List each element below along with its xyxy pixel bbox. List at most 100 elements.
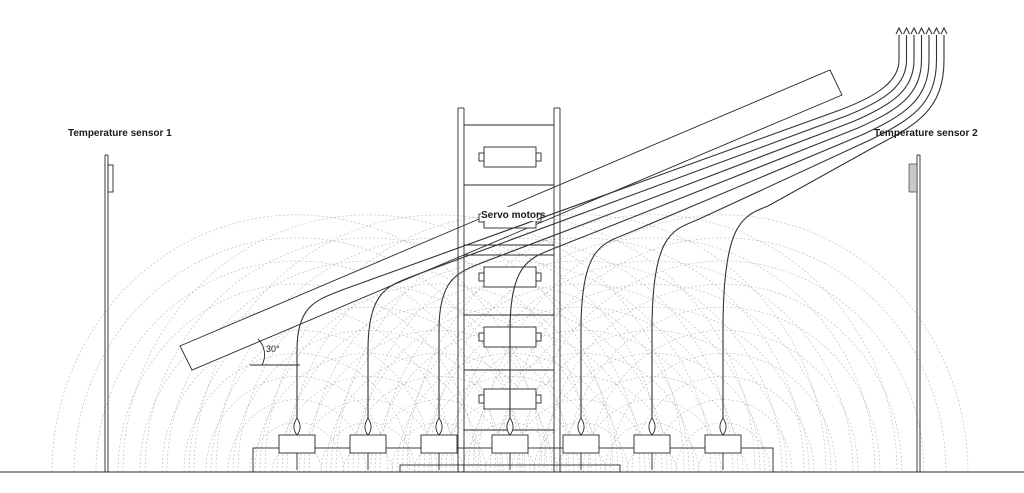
- wave-arc: [626, 445, 678, 473]
- emitter-bulb: [719, 417, 727, 436]
- signal-wire: [438, 35, 915, 425]
- wire-end-arrow: [940, 26, 948, 35]
- temperature-sensor-2: [908, 154, 921, 472]
- wave-arc: [533, 422, 629, 473]
- wave-arc: [697, 445, 749, 473]
- servo-motors-label: Servo motors: [481, 210, 546, 221]
- wave-arc: [379, 260, 783, 473]
- wave-arc: [413, 445, 465, 473]
- temperature-sensor-2-label: Temperature sensor 2: [874, 128, 978, 139]
- wave-arc: [543, 283, 903, 473]
- sensor-1-head: [107, 164, 114, 193]
- wire-bundle: [296, 26, 948, 425]
- sensor-2-head: [908, 163, 918, 193]
- temperature-sensor-1-label: Temperature sensor 1: [68, 128, 172, 139]
- wave-arc: [161, 330, 433, 473]
- angle-label: 30°: [266, 344, 280, 354]
- servo-tab-left: [478, 394, 485, 404]
- emitter-bulb: [293, 417, 301, 436]
- wave-arc: [249, 422, 345, 473]
- emitter-row: [278, 417, 742, 470]
- emitter-block: [491, 434, 529, 454]
- wave-arc: [521, 260, 925, 473]
- wave-arc: [428, 237, 876, 473]
- wire-end-arrow: [925, 26, 933, 35]
- wave-arc: [271, 445, 323, 473]
- wave-arc: [462, 422, 558, 473]
- wave-arc: [122, 214, 614, 473]
- servo-motor: [483, 146, 537, 168]
- wave-arc: [489, 376, 673, 473]
- servo-tab-right: [535, 152, 542, 162]
- servo-ladder-frame: [457, 107, 561, 472]
- wire-end-arrow: [903, 26, 910, 35]
- servo-motor: [483, 266, 537, 288]
- wave-arc: [166, 260, 570, 473]
- emitter-block: [349, 434, 387, 454]
- signal-wire: [296, 35, 900, 425]
- wave-arc: [73, 237, 521, 473]
- wave-arc: [560, 376, 744, 473]
- emitter-block: [420, 434, 458, 454]
- wave-arc: [347, 376, 531, 473]
- wire-end-arrow: [918, 26, 925, 35]
- wave-arc: [320, 422, 416, 473]
- wave-arc: [477, 214, 969, 473]
- wave-arc: [418, 376, 602, 473]
- wave-arc: [391, 422, 487, 473]
- wave-arc: [555, 445, 607, 473]
- servo-tab-left: [478, 332, 485, 342]
- wire-end-arrow: [910, 26, 918, 35]
- signal-wire: [651, 35, 938, 425]
- temperature-sensor-1: [104, 154, 114, 472]
- servo-tab-right: [535, 332, 542, 342]
- emitter-bulb: [577, 417, 585, 436]
- signal-wire: [367, 35, 908, 425]
- wave-arc: [675, 422, 771, 473]
- emitter-bulb: [506, 417, 514, 436]
- emitter-block: [278, 434, 316, 454]
- wave-arc: [210, 306, 526, 473]
- wave-arc: [450, 260, 854, 473]
- servo-tab-right: [535, 394, 542, 404]
- wire-end-arrow: [895, 26, 903, 35]
- wave-arc: [604, 422, 700, 473]
- wave-arc: [215, 237, 663, 473]
- wave-arc: [631, 376, 815, 473]
- wave-arc: [276, 376, 460, 473]
- wave-arc: [286, 237, 734, 473]
- wave-arc: [205, 376, 389, 473]
- wave-arc: [144, 237, 592, 473]
- emitter-bulb: [364, 417, 372, 436]
- wave-arc: [264, 214, 756, 473]
- servo-tab-left: [478, 152, 485, 162]
- servo-label-backdrop: [481, 207, 537, 221]
- wave-arc: [117, 283, 477, 473]
- wave-arc: [281, 306, 597, 473]
- wave-arc: [259, 283, 619, 473]
- wave-arc: [423, 306, 739, 473]
- emitter-bulb: [648, 417, 656, 436]
- signal-wire: [580, 35, 930, 425]
- wave-arc: [472, 283, 832, 473]
- wave-arc: [342, 445, 394, 473]
- wave-arc: [237, 260, 641, 473]
- angle-arc: [257, 338, 266, 366]
- wave-arc: [484, 445, 536, 473]
- wave-arc: [335, 214, 827, 473]
- emitter-block: [562, 434, 600, 454]
- signal-wire: [509, 35, 923, 425]
- wire-end-arrow: [933, 26, 940, 35]
- emitter-block: [704, 434, 742, 454]
- servo-tab-right: [535, 272, 542, 282]
- wave-arc: [352, 306, 668, 473]
- wave-arc: [401, 283, 761, 473]
- wave-arc: [95, 260, 499, 473]
- wave-arc: [357, 237, 805, 473]
- emitter-bulb: [435, 417, 443, 436]
- signal-wire: [722, 35, 945, 425]
- wave-arc: [308, 260, 712, 473]
- wave-arc: [51, 214, 543, 473]
